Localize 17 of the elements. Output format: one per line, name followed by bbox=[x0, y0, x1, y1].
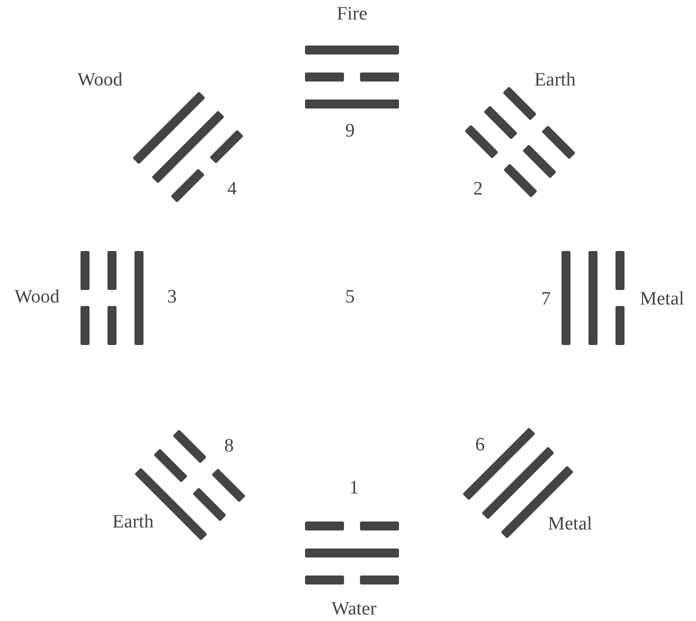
number-label: 9 bbox=[345, 122, 355, 140]
element-label: Metal bbox=[640, 290, 684, 308]
element-label: Water bbox=[332, 600, 376, 618]
number-label: 7 bbox=[541, 290, 551, 308]
element-label: Earth bbox=[112, 512, 154, 532]
element-label: Wood bbox=[14, 288, 60, 306]
number-label: 3 bbox=[167, 288, 177, 306]
number-label: 1 bbox=[349, 478, 359, 498]
element-label: Wood bbox=[78, 70, 122, 90]
number-label: 2 bbox=[473, 180, 483, 198]
number-label: 5 bbox=[345, 288, 355, 306]
element-label: Fire bbox=[336, 4, 368, 24]
number-label: 8 bbox=[224, 436, 234, 456]
element-label: Metal bbox=[548, 514, 592, 534]
number-label: 4 bbox=[227, 180, 237, 198]
number-label: 6 bbox=[475, 436, 485, 454]
element-label: Earth bbox=[534, 70, 576, 90]
